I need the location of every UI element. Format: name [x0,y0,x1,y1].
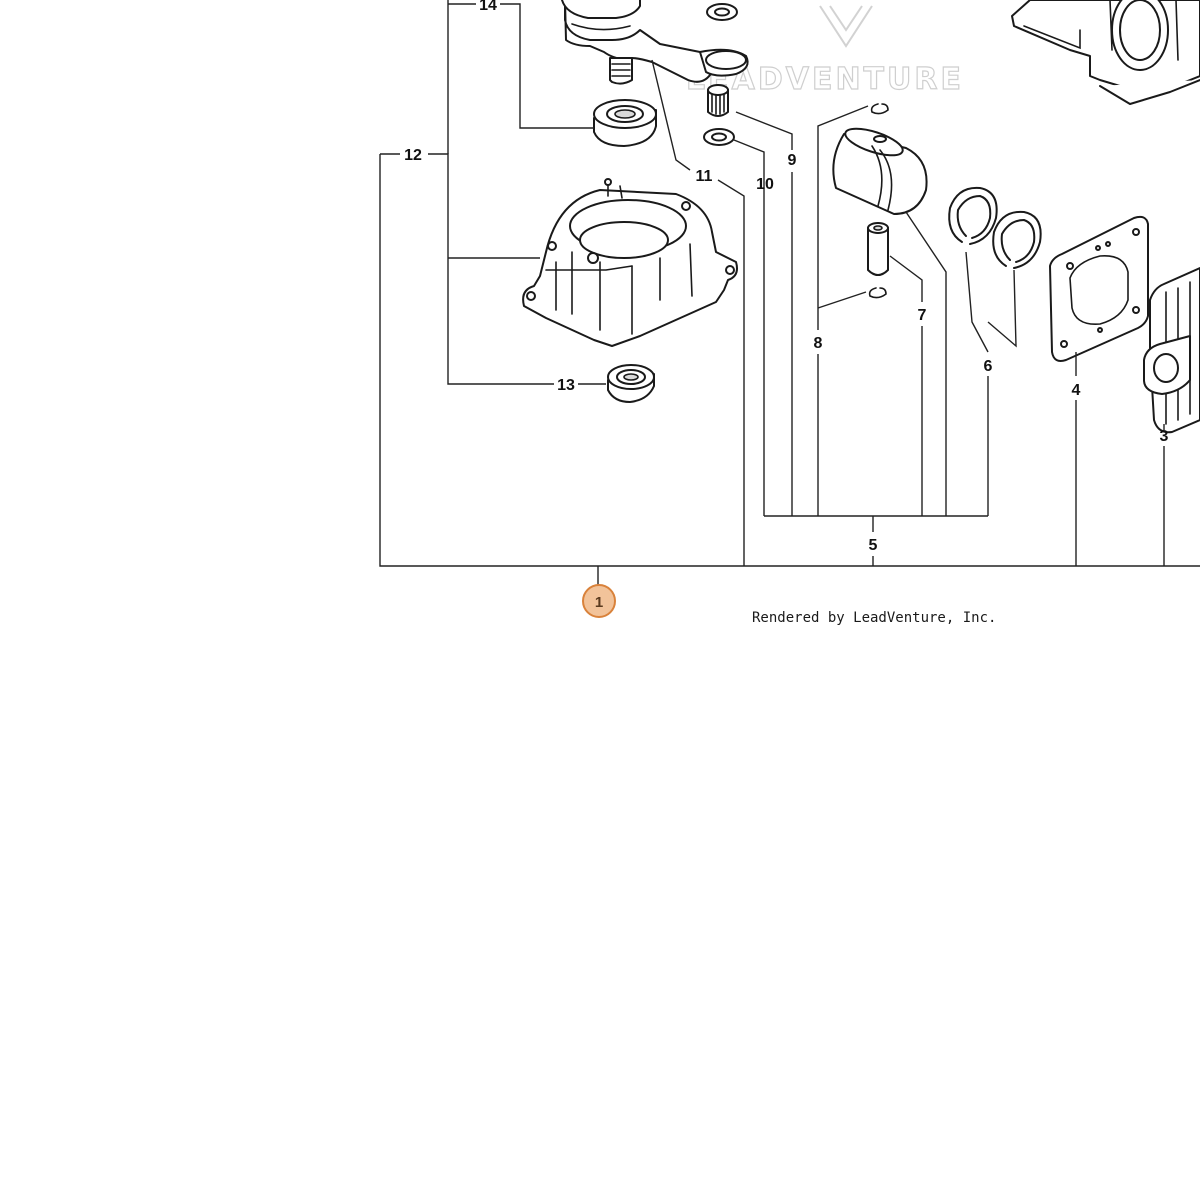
hotspot-1-marker[interactable]: 1 [582,584,616,618]
callout-8[interactable]: 8 [814,335,823,352]
callout-7[interactable]: 7 [918,307,927,324]
hotspot-1-circle[interactable] [582,584,616,618]
cylinder-part[interactable] [1143,267,1200,434]
crankcase-part[interactable] [522,178,738,347]
circlip-bottom-part[interactable] [868,287,887,299]
piston-rings-part[interactable] [948,186,1042,269]
callout-4[interactable]: 4 [1072,382,1081,399]
circlip-top-part[interactable] [870,103,889,115]
callout-14[interactable]: 14 [479,0,497,14]
needle-bearing-part[interactable] [707,84,729,117]
piston-part[interactable] [832,123,928,215]
callout-12[interactable]: 12 [404,147,422,164]
callout-5[interactable]: 5 [869,537,878,554]
callout-13[interactable]: 13 [557,377,575,394]
hotspot-1-label: 1 [595,594,603,611]
cylinder-gasket-part[interactable] [1049,215,1149,362]
muffler-part[interactable] [1011,0,1200,105]
render-credit: Rendered by LeadVenture, Inc. [752,610,996,626]
leader-lines [379,0,1200,588]
callout-6[interactable]: 6 [984,358,993,375]
ball-bearing-part[interactable] [593,99,657,147]
thrust-washer-part[interactable] [703,128,735,146]
callout-10[interactable]: 10 [756,176,774,193]
crankshaft-part[interactable] [561,0,749,85]
piston-pin-part[interactable] [867,222,889,276]
callout-labels: 14 12 11 10 9 8 7 6 5 4 3 13 [404,0,1168,554]
callout-3[interactable]: 3 [1160,428,1169,445]
washer-top-part[interactable] [706,3,738,21]
callout-11[interactable]: 11 [696,168,713,185]
callout-9[interactable]: 9 [788,152,797,169]
oil-seal-part[interactable] [607,364,655,403]
leadventure-logo-icon [819,5,873,48]
